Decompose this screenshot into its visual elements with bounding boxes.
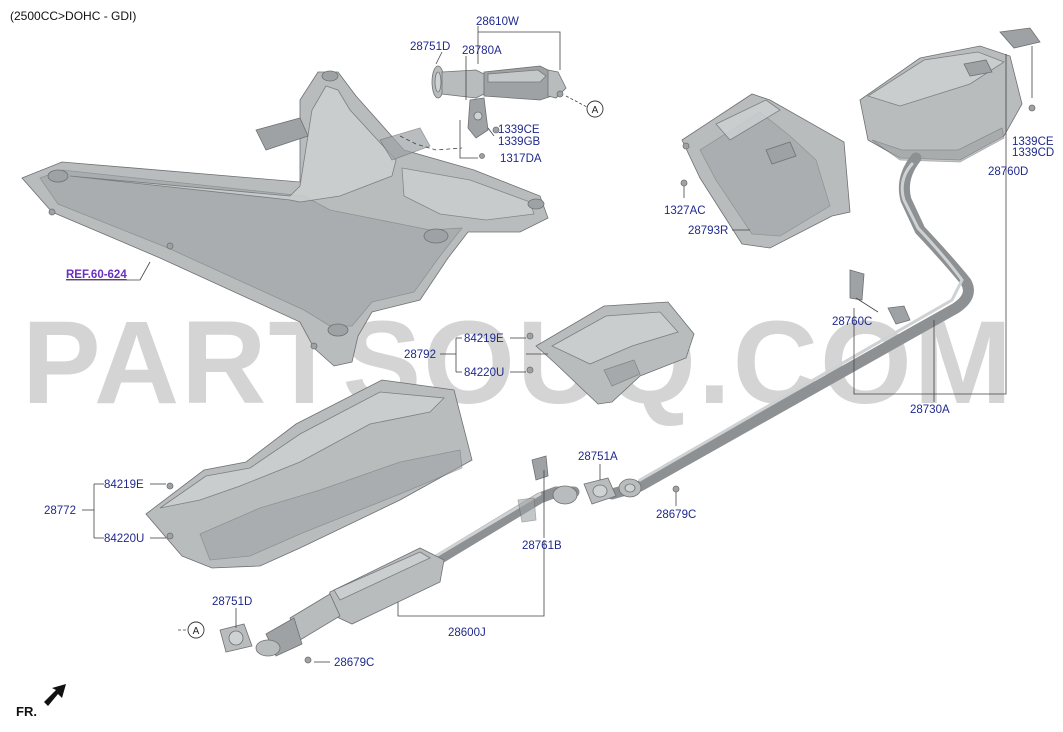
reference-link-60-624[interactable]: REF.60-624 (66, 269, 127, 281)
label-28610w[interactable]: 28610W (476, 16, 519, 28)
gasket-28751a[interactable] (583, 477, 617, 505)
reference-a-bottom: A (193, 626, 200, 637)
rear-muffler-28760d[interactable] (859, 27, 1041, 163)
label-1339ce-right[interactable]: 1339CE (1012, 136, 1054, 148)
label-28751a[interactable]: 28751A (578, 451, 618, 463)
flange-28679c-right[interactable] (618, 478, 680, 498)
label-28761b[interactable]: 28761B (522, 540, 562, 552)
engine-spec-label: (2500CC>DOHC - GDI) (10, 9, 136, 23)
label-28730a[interactable]: 28730A (910, 404, 950, 416)
label-28600j[interactable]: 28600J (448, 627, 486, 639)
label-1339cd[interactable]: 1339CD (1012, 147, 1054, 159)
label-84219e-mid[interactable]: 84219E (464, 333, 504, 345)
leader-lines (66, 26, 1033, 663)
front-direction-arrow-icon (44, 684, 66, 706)
label-28751d-bottom[interactable]: 28751D (212, 596, 252, 608)
label-28793r[interactable]: 28793R (688, 225, 728, 237)
label-1339ce-top[interactable]: 1339CE (498, 124, 540, 136)
label-84219e-low[interactable]: 84219E (104, 479, 144, 491)
label-28772[interactable]: 28772 (44, 505, 76, 517)
label-28679c-bottom[interactable]: 28679C (334, 657, 374, 669)
label-28760d[interactable]: 28760D (988, 166, 1028, 178)
catalytic-converter-28600j[interactable] (255, 455, 580, 664)
label-28760c[interactable]: 28760C (832, 316, 872, 328)
label-1339gb[interactable]: 1339GB (498, 136, 541, 148)
label-28792[interactable]: 28792 (404, 349, 436, 361)
label-28751d-top[interactable]: 28751D (410, 41, 450, 53)
label-1317da[interactable]: 1317DA (500, 153, 542, 165)
front-pipe-28610w[interactable] (431, 65, 567, 159)
heat-shield-28793r[interactable] (680, 93, 851, 249)
gasket-28751d-bottom[interactable] (219, 623, 253, 653)
reference-a-top: A (592, 105, 599, 116)
reference-a-top-circle (586, 100, 604, 118)
label-1327ac[interactable]: 1327AC (664, 205, 706, 217)
label-84220u-low[interactable]: 84220U (104, 533, 144, 545)
center-pipe-28730a[interactable] (606, 152, 974, 500)
reference-a-bottom-circle (187, 621, 205, 639)
label-84220u-mid[interactable]: 84220U (464, 367, 504, 379)
heat-shield-28772[interactable] (145, 379, 473, 569)
label-28679c-right[interactable]: 28679C (656, 509, 696, 521)
subframe-crossmember[interactable] (21, 70, 549, 367)
watermark-text: PARTSOUQ.COM (22, 297, 1014, 429)
label-28780a[interactable]: 28780A (462, 45, 502, 57)
heat-shield-28792[interactable] (526, 301, 695, 405)
front-direction-label: FR. (16, 704, 37, 719)
